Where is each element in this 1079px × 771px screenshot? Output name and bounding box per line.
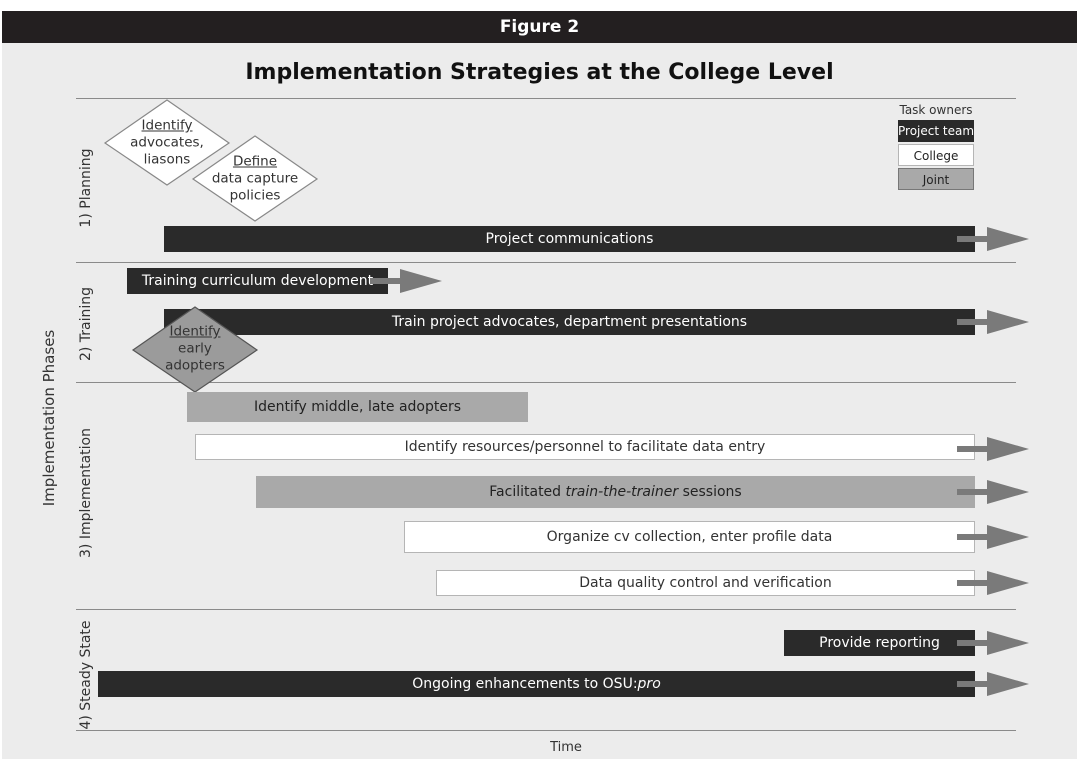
diamond-text-identify-advocates: Identify advocates, liasons	[130, 117, 204, 168]
continue-arrow	[957, 437, 1029, 461]
phase-label-training: 2) Training	[78, 286, 94, 362]
legend-item-project-team: Project team	[898, 120, 974, 142]
diamond-text-define-policies: Define data capture policies	[211, 153, 299, 204]
task-bar-organize-cv: Organize cv collection, enter profile da…	[404, 521, 975, 553]
task-bar-data-quality: Data quality control and verification	[436, 570, 975, 596]
phase-divider	[76, 262, 1016, 263]
phase-divider	[76, 730, 1016, 731]
diagram-title: Implementation Strategies at the College…	[245, 60, 834, 85]
task-bar-project-communications: Project communications	[164, 226, 975, 252]
phase-label-steady-state: 4) Steady State	[78, 620, 94, 730]
task-bar-train-the-trainer: Facilitated train-the-trainer sessions	[256, 476, 975, 508]
continue-arrow	[957, 227, 1029, 251]
continue-arrow	[957, 310, 1029, 334]
phase-divider	[76, 98, 1016, 99]
diamond-define-policies	[191, 135, 319, 222]
task-bar-identify-resources: Identify resources/personnel to facilita…	[195, 434, 975, 460]
legend-item-college: College	[898, 144, 974, 166]
phase-divider	[76, 609, 1016, 610]
phase-label-planning: 1) Planning	[78, 148, 94, 228]
legend-item-joint: Joint	[898, 168, 974, 190]
task-bar-ongoing-enhancements: Ongoing enhancements to OSU:pro	[98, 671, 975, 697]
continue-arrow	[957, 672, 1029, 696]
task-bar-train-advocates: Train project advocates, department pres…	[164, 309, 975, 335]
task-bar-provide-reporting: Provide reporting	[784, 630, 975, 656]
phase-label-implementation: 3) Implementation	[78, 428, 94, 558]
diamond-text-identify-early-adopters: Identify early adopters	[165, 323, 225, 374]
task-bar-training-curriculum: Training curriculum development	[127, 268, 388, 294]
continue-arrow	[957, 631, 1029, 655]
continue-arrow	[957, 480, 1029, 504]
continue-arrow	[957, 525, 1029, 549]
legend: Task owners Project team College Joint	[898, 103, 974, 192]
y-axis-label: Implementation Phases	[40, 329, 58, 507]
task-bar-identify-middle-late: Identify middle, late adopters	[187, 392, 528, 422]
legend-title: Task owners	[899, 103, 973, 117]
continue-arrow	[957, 571, 1029, 595]
continue-arrow	[370, 269, 442, 293]
x-axis-label: Time	[550, 740, 582, 755]
phase-divider	[76, 382, 1016, 383]
diamond-identify-advocates	[103, 99, 231, 186]
figure-label: Figure 2	[2, 11, 1077, 43]
